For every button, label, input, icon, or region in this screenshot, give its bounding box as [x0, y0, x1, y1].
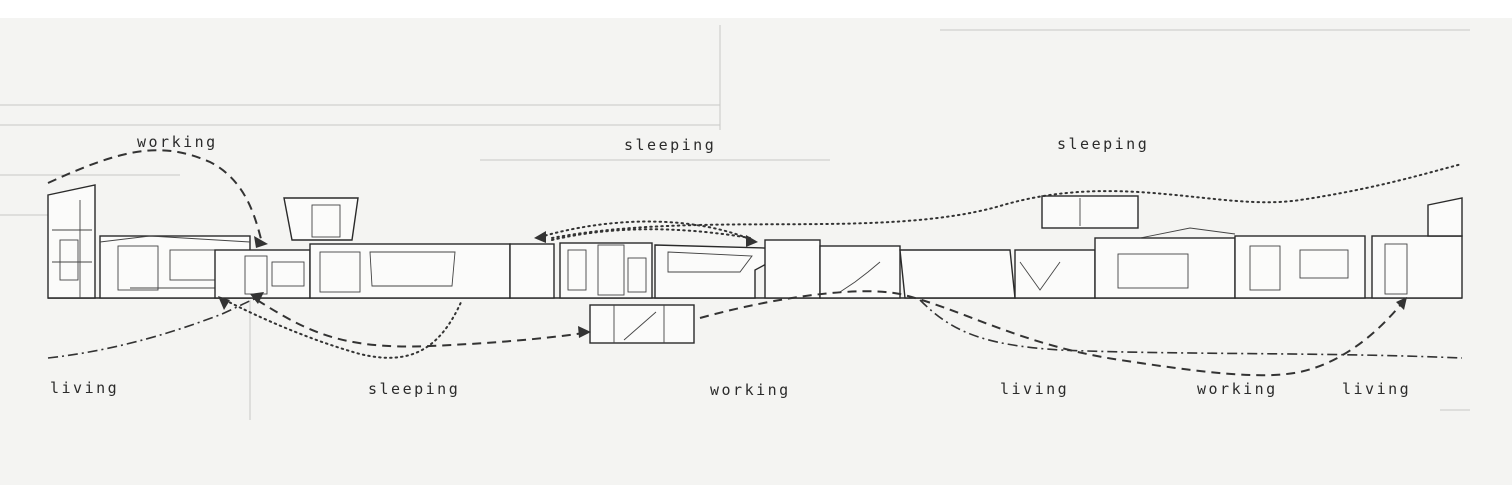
label-working-top-left: working [137, 133, 218, 151]
building-section-5 [559, 242, 653, 299]
building-section-10 [1371, 197, 1463, 299]
building-section-4 [283, 197, 555, 299]
building-section-8 [1014, 195, 1236, 299]
page-top-edge [0, 0, 1512, 18]
page-bottom-edge [0, 485, 1512, 500]
label-sleeping-top-right: sleeping [1057, 135, 1150, 153]
building-section-3 [214, 249, 311, 299]
label-living-6: living [1342, 380, 1412, 398]
label-working-5: working [1197, 380, 1278, 398]
label-living-4: living [1000, 380, 1070, 398]
label-sleeping-2: sleeping [368, 380, 461, 398]
label-sleeping-top-center: sleeping [624, 136, 717, 154]
working-path [47, 149, 1407, 377]
building-section-1 [47, 184, 96, 299]
building-section-9 [1234, 235, 1366, 299]
sleeping-path [218, 163, 1463, 359]
label-living-1: living [50, 379, 120, 397]
label-working-3: working [710, 381, 791, 399]
building-section-7 [819, 245, 1016, 299]
show-through-lines [0, 25, 1470, 420]
building-section-6 [654, 239, 821, 299]
building-section-sunken [589, 304, 695, 344]
living-path [47, 292, 1463, 359]
